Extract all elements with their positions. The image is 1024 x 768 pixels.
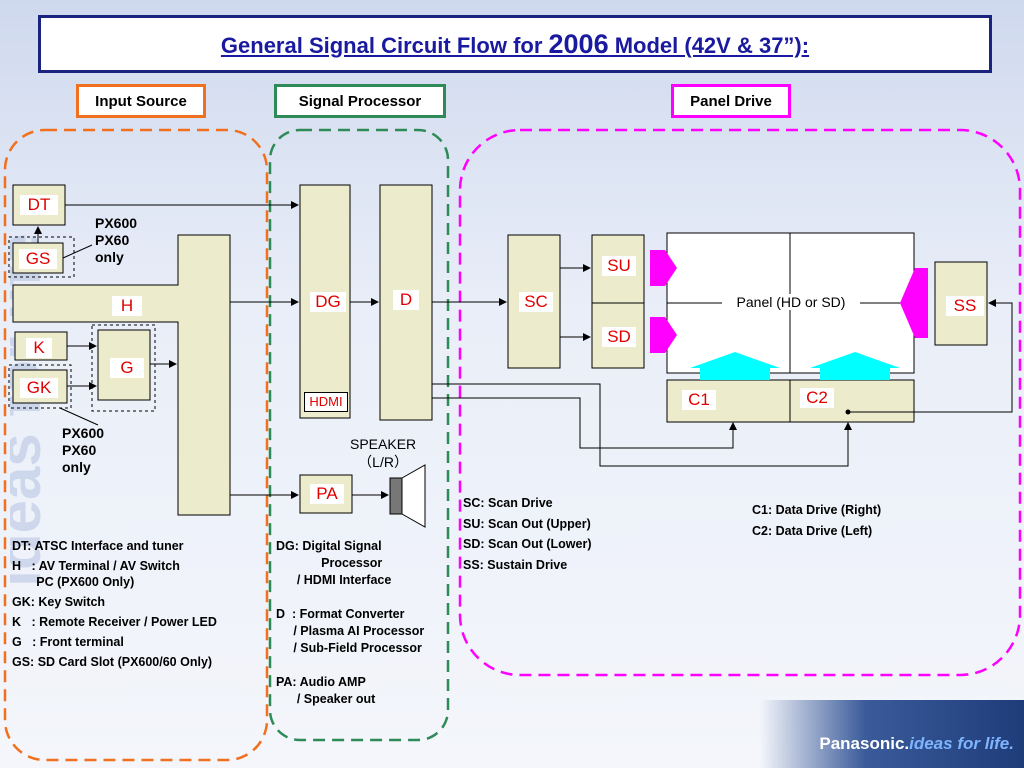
label-ss: SS [946,296,984,316]
label-dt: DT [20,195,58,215]
label-c2: C2 [800,388,834,408]
label-g: G [110,358,144,378]
label-dg: DG [310,292,346,312]
label-h: H [112,296,142,316]
label-sc: SC [519,292,553,312]
input-region [3,128,269,762]
brand-logo: Panasonic. ideas for life. [819,734,1014,753]
label-sd: SD [602,327,636,347]
speaker-cone [401,464,426,528]
label-c1: C1 [682,390,716,410]
legend-data: C1: Data Drive (Right)C2: Data Drive (Le… [752,503,882,538]
label-su: SU [602,256,636,276]
c2-drive-arrow [810,352,900,380]
page-title: General Signal Circuit Flow for 2006 Mod… [220,28,810,59]
brand-banner [760,700,1024,768]
speaker-magnet [389,477,403,515]
block-h [12,234,231,516]
signal-region [268,128,450,742]
label-gs: GS [19,249,57,269]
header-panel-drive: Panel Drive [671,84,791,118]
c1-drive-arrow [690,352,780,380]
sd-drive-arrow [650,317,677,353]
label-pa: PA [310,484,344,504]
label-k: K [26,338,52,358]
title-box: General Signal Circuit Flow for 2006 Mod… [38,15,992,73]
ss-drive-arrow [900,268,928,338]
label-d: D [393,290,419,310]
panel-region [458,128,1022,677]
header-signal-processor: Signal Processor [274,84,446,118]
legend-input: DT: ATSC Interface and tuner H : AV Term… [12,539,217,669]
label-gk: GK [20,378,58,398]
legend-signal: DG: Digital Signal Processor / HDMI Inte… [276,539,425,706]
su-drive-arrow [650,250,677,286]
label-hdmi: HDMI [304,392,348,412]
label-panel: Panel (HD or SD) [722,294,860,310]
note-speaker: SPEAKER（L/R） [350,436,417,470]
header-input-source: Input Source [76,84,206,118]
